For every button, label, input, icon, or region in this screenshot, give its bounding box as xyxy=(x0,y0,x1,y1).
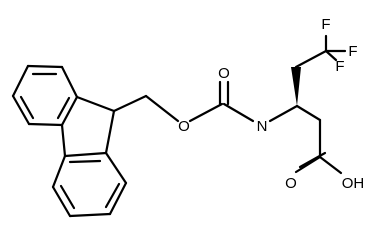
atom-label-O-carbonyl: O xyxy=(218,65,230,82)
fluorene-five-membered-ring xyxy=(60,95,116,158)
backbone-bonds xyxy=(268,34,347,175)
atom-label-F-lower: F xyxy=(335,58,344,75)
atom-labels: F F F O O N O OH xyxy=(178,16,364,192)
fmoc-linker-bonds xyxy=(112,80,255,123)
atom-label-F-top: F xyxy=(321,16,330,33)
atom-label-N: N xyxy=(257,118,268,135)
stereo-wedge-bond xyxy=(291,67,301,106)
atom-label-F-right: F xyxy=(348,43,357,60)
atom-label-O-ether: O xyxy=(178,118,190,135)
atom-label-O-acid-carbonyl: O xyxy=(285,175,297,192)
fluorene-lower-benzene-ring xyxy=(51,151,128,218)
fluorene-upper-benzene-ring xyxy=(11,64,79,127)
atom-label-OH: OH xyxy=(342,175,365,192)
